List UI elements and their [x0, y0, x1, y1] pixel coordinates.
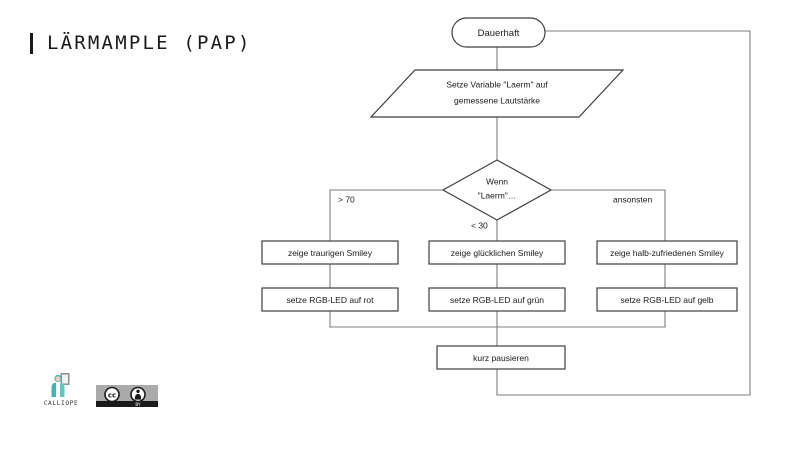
page-title: LÄRMAMPLE (PAP): [30, 28, 252, 58]
process-shape: [369, 69, 625, 118]
right-smiley-shape: [596, 240, 738, 265]
by-label: BY: [135, 402, 141, 407]
middle-led-label: setze RGB-LED auf grün: [450, 295, 544, 305]
title-accent-bar: [30, 32, 33, 54]
pause-shape: [436, 345, 566, 370]
cc-circle-icon: cc: [104, 386, 120, 403]
middle-smiley-label: zeige glücklichen Smiley: [451, 248, 544, 258]
calliope-figure-icon: [51, 373, 70, 397]
right-led-shape: [596, 287, 738, 312]
pause-label: kurz pausieren: [473, 353, 529, 363]
title-label: LÄRMAMPLE (PAP): [47, 32, 252, 54]
branch-label-left: > 70: [338, 194, 355, 204]
node-middle-led[interactable]: setze RGB-LED auf grün: [428, 287, 566, 312]
node-middle-smiley[interactable]: zeige glücklichen Smiley: [428, 240, 566, 265]
branch-label-right: ansonsten: [613, 194, 652, 204]
middle-smiley-shape: [428, 240, 566, 265]
node-decision[interactable]: Wenn "Laerm"…: [441, 159, 553, 221]
edge-decision-to-right-branch: [551, 189, 666, 241]
footer-logos: CALLIOPE cc BY: [38, 372, 158, 407]
node-left-smiley[interactable]: zeige traurigen Smiley: [261, 240, 399, 265]
left-smiley-label: zeige traurigen Smiley: [288, 248, 373, 258]
left-smiley-shape: [261, 240, 399, 265]
left-led-label: setze RGB-LED auf rot: [287, 295, 375, 305]
process-label-line1: Setze Variable "Laerm" auf: [446, 79, 548, 89]
decision-label-line2: "Laerm"…: [478, 190, 517, 200]
node-right-led[interactable]: setze RGB-LED auf gelb: [596, 287, 738, 312]
svg-text:cc: cc: [108, 392, 116, 400]
middle-led-shape: [428, 287, 566, 312]
start-shape: [451, 17, 546, 48]
start-label: Dauerhaft: [478, 28, 520, 39]
edge-left-led-to-merge: [329, 311, 497, 328]
calliope-logo: CALLIOPE: [38, 372, 84, 407]
node-pause[interactable]: kurz pausieren: [436, 345, 566, 370]
edge-decision-to-left-branch: [329, 189, 443, 241]
right-smiley-label: zeige halb-zufriedenen Smiley: [610, 248, 725, 258]
branch-label-middle: < 30: [471, 220, 488, 230]
decision-label-line1: Wenn: [486, 176, 508, 186]
calliope-wordmark: CALLIOPE: [43, 400, 79, 407]
node-set-variable[interactable]: Setze Variable "Laerm" auf gemessene Lau…: [369, 69, 625, 118]
node-start[interactable]: Dauerhaft: [451, 17, 546, 48]
process-label-line2: gemessene Lautstärke: [454, 95, 540, 105]
edge-pause-loop-back: [496, 30, 751, 396]
left-led-shape: [261, 287, 399, 312]
right-led-label: setze RGB-LED auf gelb: [620, 295, 713, 305]
node-right-smiley[interactable]: zeige halb-zufriedenen Smiley: [596, 240, 738, 265]
creative-commons-by-badge[interactable]: cc BY: [96, 385, 158, 407]
decision-shape: [441, 159, 553, 221]
node-left-led[interactable]: setze RGB-LED auf rot: [261, 287, 399, 312]
edge-right-led-to-merge: [497, 311, 666, 328]
by-person-circle-icon: [130, 386, 146, 403]
